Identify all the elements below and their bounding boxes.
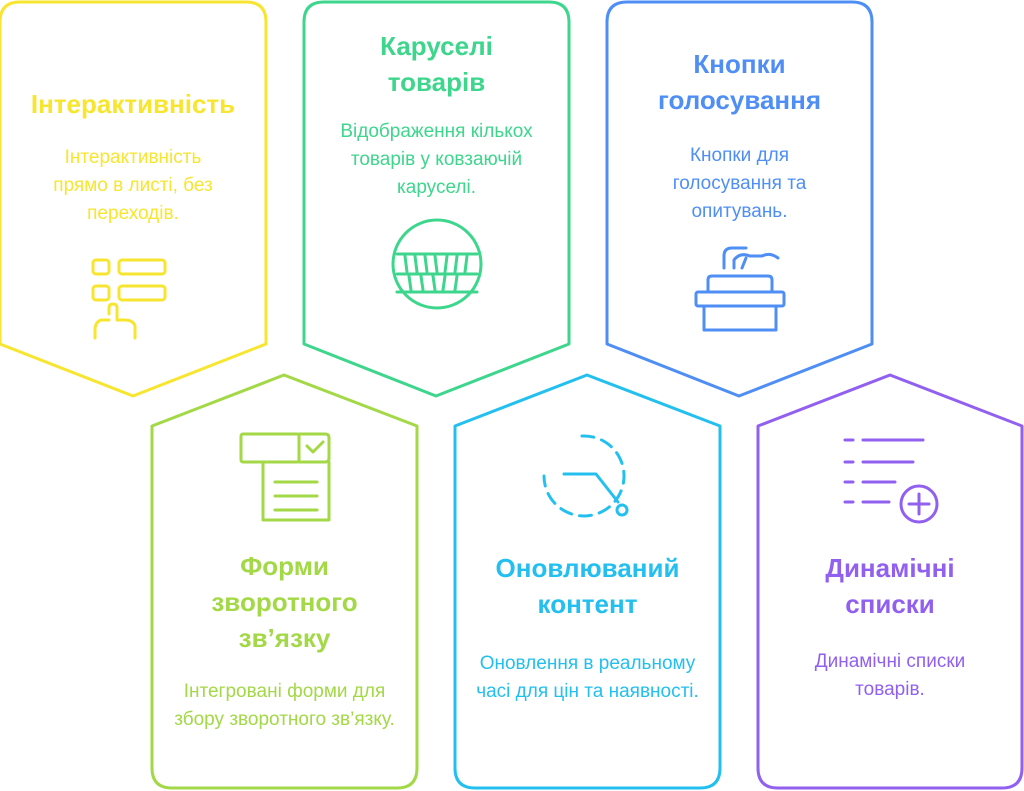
card-outline-dynamic-lists	[756, 373, 1024, 790]
ballot-box-icon	[694, 246, 785, 332]
card-title: Оновлюваний контент	[495, 553, 680, 619]
card-title: Динамічні списки	[825, 553, 955, 619]
card-voting-buttons: Кнопки голосування Кнопки для голосуванн…	[607, 46, 872, 338]
card-title: Форми зворотного зв’язку	[211, 551, 358, 653]
carousel-icon	[391, 218, 482, 310]
touch-menu-icon	[91, 258, 167, 340]
card-outline-feedback-forms	[150, 373, 419, 790]
card-feedback-forms: Форми зворотного зв’язку Інтегровані фор…	[152, 430, 417, 734]
card-outline-updatable-content	[453, 373, 722, 790]
card-title: Каруселі товарів	[380, 31, 493, 97]
card-title: Кнопки голосування	[657, 49, 822, 115]
list-add-icon	[843, 438, 939, 524]
card-outline-voting-buttons	[605, 0, 874, 398]
clock-refresh-icon	[542, 434, 628, 518]
card-description: Кнопки для голосування та опитувань.	[672, 145, 807, 222]
card-outline-interactivity	[0, 0, 268, 398]
card-product-carousels: Каруселі товарів Відображення кількох то…	[304, 28, 569, 314]
card-outline-product-carousels	[302, 0, 571, 398]
card-title: Інтерактивність	[30, 89, 236, 119]
card-dynamic-lists: Динамічні списки Динамічні списки товарі…	[758, 432, 1022, 704]
card-description: Оновлення в реальному часі для цін та на…	[476, 653, 699, 702]
card-description: Відображення кількох товарів у ковзаючій…	[340, 121, 533, 198]
card-description: Динамічні списки товарів.	[814, 651, 966, 700]
card-description: Інтерактивність прямо в листі, без перех…	[53, 147, 213, 224]
card-description: Інтегровані форми для збору зворотного з…	[174, 681, 395, 730]
card-updatable-content: Оновлюваний контент Оновлення в реальном…	[455, 430, 720, 706]
form-icon	[239, 432, 330, 522]
card-interactivity: Інтерактивність Інтерактивність прямо в …	[0, 86, 266, 344]
